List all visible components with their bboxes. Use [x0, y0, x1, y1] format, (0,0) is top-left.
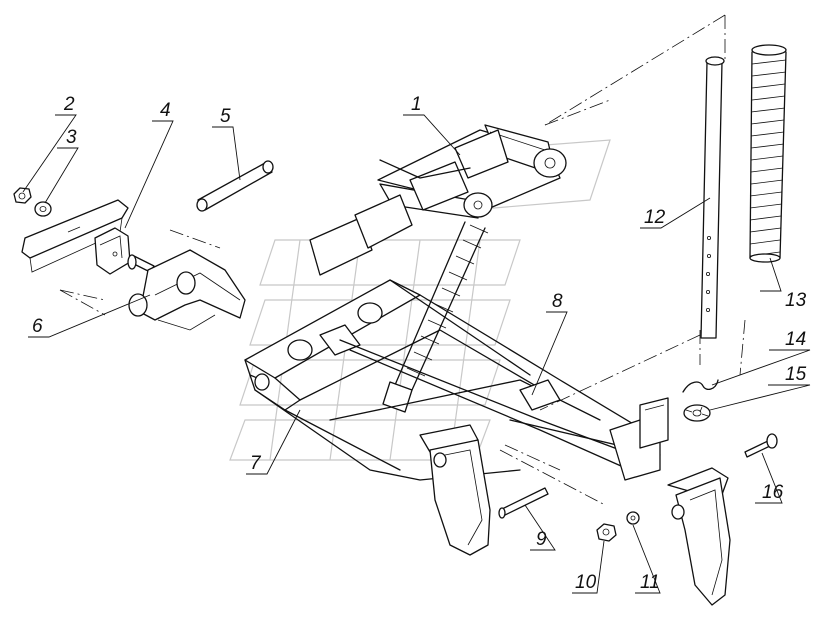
part-7-main-frame	[244, 279, 661, 481]
callout-13: 13	[785, 290, 807, 311]
part-14-spring-clip	[682, 379, 719, 393]
callout-16: 16	[762, 482, 784, 503]
part-5-pin	[196, 160, 274, 212]
callout-2: 2	[63, 94, 75, 115]
part-2-nut	[13, 187, 32, 204]
callout-7: 7	[250, 453, 262, 474]
callout-1: 1	[411, 94, 422, 115]
leader-lines	[22, 114, 811, 594]
callout-15: 15	[785, 364, 807, 385]
callout-4: 4	[160, 100, 171, 121]
part-6-bracket	[127, 249, 246, 331]
callout-10: 10	[575, 572, 597, 593]
center-lines	[59, 14, 746, 506]
frame-spring	[382, 221, 489, 413]
callout-5: 5	[220, 106, 231, 127]
right-opener	[609, 397, 731, 606]
part-11-washer	[626, 511, 640, 525]
callout-14: 14	[785, 329, 806, 350]
callout-9: 9	[536, 529, 547, 550]
callout-8: 8	[552, 291, 563, 312]
callout-11: 11	[640, 572, 660, 593]
left-opener	[419, 424, 491, 556]
part-3-washer	[34, 201, 52, 217]
callout-3: 3	[66, 127, 77, 148]
part-13-coil-spring	[749, 44, 787, 263]
part-16-bolt	[744, 433, 778, 458]
part-15-lock-washer	[683, 404, 711, 422]
part-12-rod	[700, 56, 725, 339]
part-9-cotter-pin	[498, 487, 549, 519]
callout-12: 12	[644, 207, 666, 228]
part-10-nut	[596, 523, 617, 542]
callout-6: 6	[32, 316, 43, 337]
part-4-clamp-plate	[21, 199, 131, 275]
callouts: 2 3 4 5 1 12 13 14 15 6 8 7 16 9 10 11	[32, 94, 807, 593]
part-1-bracket-assembly	[309, 124, 567, 276]
